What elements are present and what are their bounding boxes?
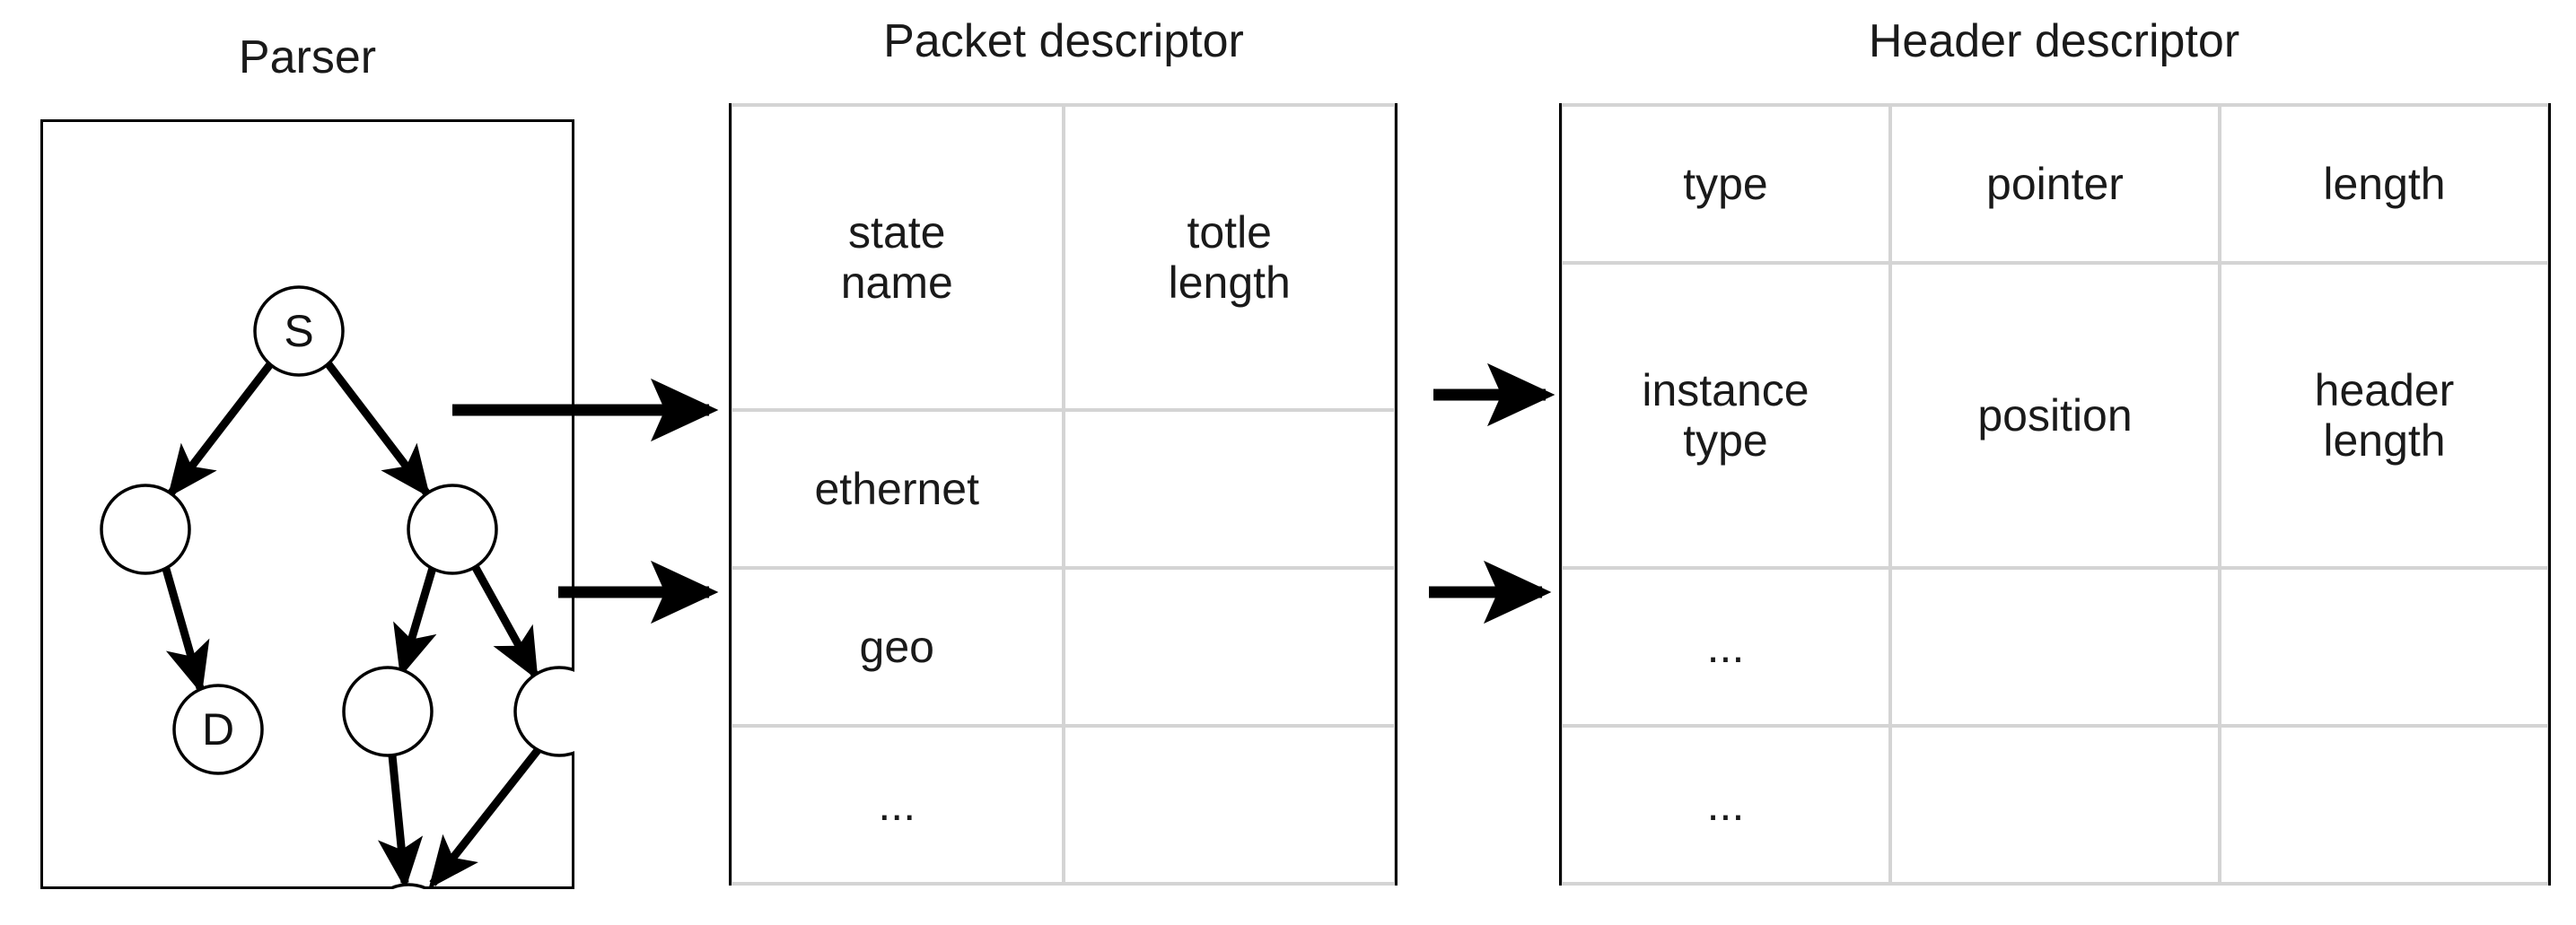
edge-n1-to-d (162, 567, 210, 694)
table-row: ethernet (729, 408, 1398, 571)
parser-node-n2 (407, 484, 498, 575)
packet-cell-text: totle (1187, 207, 1272, 258)
parser-node-n3 (342, 666, 434, 757)
parser-node-s-label: S (284, 306, 313, 356)
parser-node-n1 (100, 484, 191, 575)
table-row: instance type position header length (1559, 260, 2551, 571)
parser-node-labels: S D A (202, 306, 314, 755)
header-cell-ellipsis-type: ... (1559, 566, 1892, 729)
table-row: type pointer length (1559, 103, 2551, 265)
parser-edges (162, 362, 542, 889)
table-row: state name totle length (729, 102, 1398, 413)
parser-node-d (172, 684, 264, 775)
packet-cell-state-name: state name (729, 102, 1065, 413)
header-cell-type: type (1559, 103, 1892, 265)
table-row: ... (729, 724, 1398, 886)
parser-nodes (100, 285, 574, 889)
table-row: ... (1559, 724, 2551, 886)
packet-cell-totle-length: totle length (1061, 102, 1398, 413)
table-row: geo (729, 566, 1398, 729)
header-cell-pointer: pointer (1888, 103, 2221, 265)
packet-cell-ellipsis: ... (729, 724, 1065, 886)
header-cell-header-length: header length (2218, 260, 2551, 571)
header-cell-ellipsis2-length (2218, 724, 2551, 886)
packet-descriptor-caption: Packet descriptor (883, 15, 1244, 67)
header-cell-text: length (2323, 415, 2446, 467)
header-descriptor-caption: Header descriptor (1868, 15, 2240, 67)
header-cell-length: length (2218, 103, 2551, 265)
packet-cell-geo-length (1061, 566, 1398, 729)
packet-cell-text: length (1168, 257, 1291, 309)
edge-n2-to-n3 (393, 566, 437, 677)
header-cell-ellipsis-pointer (1888, 566, 2221, 729)
packet-descriptor-table: state name totle length ethernet geo (729, 102, 1398, 886)
header-cell-ellipsis2-pointer (1888, 724, 2221, 886)
parser-node-s (253, 285, 345, 377)
header-cell-instance-type: instance type (1559, 260, 1892, 571)
header-cell-text: header (2314, 365, 2455, 416)
parser-node-d-label: D (202, 704, 234, 755)
parser-node-n4 (513, 666, 574, 757)
packet-table-left-rail (729, 103, 732, 886)
parser-caption: Parser (238, 31, 377, 83)
header-table-right-rail (2548, 103, 2551, 886)
header-descriptor-table: type pointer length instance type positi… (1559, 103, 2551, 886)
packet-table-right-rail (1395, 103, 1398, 886)
edge-n3-to-a (377, 755, 424, 889)
header-cell-position: position (1888, 260, 2221, 571)
header-table-left-rail (1559, 103, 1562, 886)
header-cell-text: type (1683, 415, 1768, 467)
table-row: ... (1559, 566, 2551, 729)
edge-n4-to-a (428, 746, 542, 889)
header-cell-ellipsis2-type: ... (1559, 724, 1892, 886)
packet-cell-text: state (848, 207, 946, 258)
edge-s-to-n2 (325, 362, 431, 498)
packet-cell-ethernet: ethernet (729, 408, 1065, 571)
parser-node-a (385, 883, 432, 889)
packet-cell-geo: geo (729, 566, 1065, 729)
packet-cell-ethernet-length (1061, 408, 1398, 571)
edge-s-to-n1 (167, 362, 274, 498)
packet-cell-ellipsis-length (1061, 724, 1398, 886)
header-cell-ellipsis-length (2218, 566, 2551, 729)
edge-n2-to-n4 (471, 563, 539, 681)
header-cell-text: instance (1642, 365, 1809, 416)
packet-cell-text: name (840, 257, 953, 309)
parser-state-graph: S D A (100, 285, 574, 889)
